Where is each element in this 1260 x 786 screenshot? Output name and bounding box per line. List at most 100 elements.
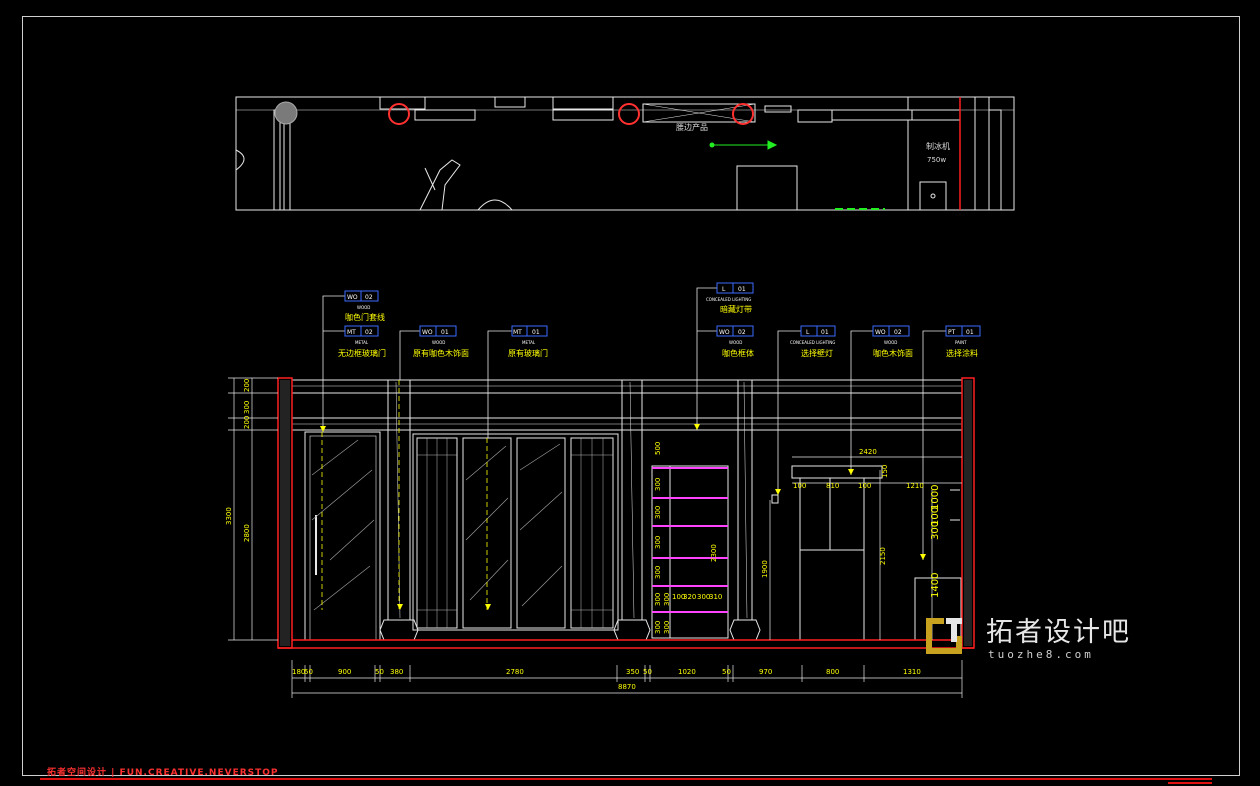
svg-text:180: 180 xyxy=(292,668,305,676)
elevation-view xyxy=(292,379,962,641)
svg-text:无边框玻璃门: 无边框玻璃门 xyxy=(338,348,386,358)
svg-text:810: 810 xyxy=(826,482,839,490)
svg-text:2800: 2800 xyxy=(243,524,251,542)
svg-text:2150: 2150 xyxy=(879,547,887,565)
svg-text:300: 300 xyxy=(654,566,662,579)
dimension-left-labels: 200 300 200 3300 2800 xyxy=(225,379,251,542)
plan-label-power: 750w xyxy=(927,156,946,164)
direction-arrow xyxy=(709,140,778,150)
svg-text:300: 300 xyxy=(243,401,251,414)
svg-text:L: L xyxy=(806,329,810,336)
tag-6: WO 02 WOOD 咖色框体 xyxy=(716,325,754,358)
svg-text:200: 200 xyxy=(243,379,251,392)
section-walls xyxy=(277,377,975,649)
svg-text:50: 50 xyxy=(375,668,384,676)
svg-text:300: 300 xyxy=(697,593,710,601)
plan-label-icemaker: 制冰机 xyxy=(926,141,950,151)
svg-text:500: 500 xyxy=(654,442,662,455)
svg-text:原有咖色木饰面: 原有咖色木饰面 xyxy=(413,348,469,358)
dimension-bottom-labels: 180 50 900 50 380 2780 350 50 1020 50 97… xyxy=(292,668,921,691)
plan-label-product: 腰边产品 xyxy=(676,122,708,132)
svg-text:02: 02 xyxy=(365,329,373,336)
svg-text:1000: 1000 xyxy=(930,485,941,510)
svg-text:WOOD: WOOD xyxy=(729,340,742,345)
footer-line-short xyxy=(1168,782,1212,784)
svg-text:PT: PT xyxy=(948,329,956,336)
svg-text:300: 300 xyxy=(654,593,662,606)
svg-text:380: 380 xyxy=(390,668,403,676)
glass-hatch xyxy=(311,439,563,611)
footer-line xyxy=(40,778,1212,780)
logo-text-en: tuozhe8.com xyxy=(988,648,1094,661)
svg-text:原有玻璃门: 原有玻璃门 xyxy=(508,348,548,358)
svg-text:01: 01 xyxy=(738,286,746,293)
svg-text:暗藏灯带: 暗藏灯带 xyxy=(720,304,752,314)
svg-text:WOOD: WOOD xyxy=(357,305,370,310)
dimension-right xyxy=(792,456,962,640)
leader-lines xyxy=(322,287,946,560)
dimension-bottom xyxy=(291,660,963,698)
svg-text:WOOD: WOOD xyxy=(884,340,897,345)
center-lines xyxy=(321,380,488,610)
svg-text:300: 300 xyxy=(930,521,941,540)
dimension-right-labels: 2420 150 100 810 100 1210 2150 1000 100 … xyxy=(793,448,941,598)
svg-text:选择壁灯: 选择壁灯 xyxy=(801,348,833,358)
svg-text:310: 310 xyxy=(709,593,722,601)
dimension-left xyxy=(228,377,278,641)
svg-text:50: 50 xyxy=(643,668,652,676)
svg-text:50: 50 xyxy=(304,668,313,676)
svg-text:100: 100 xyxy=(858,482,871,490)
svg-text:WO: WO xyxy=(347,294,358,301)
svg-text:METAL: METAL xyxy=(522,340,536,345)
svg-text:1400: 1400 xyxy=(930,573,941,598)
logo-mark-icon xyxy=(926,618,962,654)
plan-view xyxy=(235,96,1015,211)
dimension-shelf-labels: 500 300 300 300 300 300 300 300 300 100 … xyxy=(654,442,769,634)
svg-text:320: 320 xyxy=(683,593,696,601)
svg-text:100: 100 xyxy=(672,593,685,601)
svg-text:CONCEALED LIGHTING: CONCEALED LIGHTING xyxy=(790,340,835,345)
svg-text:1900: 1900 xyxy=(761,560,769,578)
svg-text:2780: 2780 xyxy=(506,668,524,676)
tag-7: L 01 CONCEALED LIGHTING 选择壁灯 xyxy=(790,325,836,358)
dimension-total: 8870 xyxy=(618,683,636,691)
svg-text:PAINT: PAINT xyxy=(955,340,967,345)
svg-text:METAL: METAL xyxy=(355,340,369,345)
column-markers xyxy=(274,101,754,125)
tag-5: L 01 CONCEALED LIGHTING 暗藏灯带 xyxy=(706,282,754,314)
svg-text:咖色门套线: 咖色门套线 xyxy=(345,312,385,322)
svg-text:L: L xyxy=(722,286,726,293)
wall-fill xyxy=(280,380,972,646)
tag-2: MT 02 METAL 无边框玻璃门 xyxy=(338,325,386,358)
svg-text:970: 970 xyxy=(759,668,772,676)
tag-3: WO 01 WOOD 原有咖色木饰面 xyxy=(413,325,469,358)
svg-text:300: 300 xyxy=(654,478,662,491)
svg-text:300: 300 xyxy=(663,621,671,634)
svg-text:WO: WO xyxy=(719,329,730,336)
svg-text:01: 01 xyxy=(966,329,974,336)
tag-1: WO 02 WOOD 咖色门套线 xyxy=(344,290,385,322)
svg-text:咖色木饰面: 咖色木饰面 xyxy=(873,348,913,358)
tag-4: MT 01 METAL 原有玻璃门 xyxy=(508,325,548,358)
svg-text:1210: 1210 xyxy=(906,482,924,490)
svg-text:50: 50 xyxy=(722,668,731,676)
svg-text:150: 150 xyxy=(881,465,889,478)
svg-text:WO: WO xyxy=(875,329,886,336)
svg-text:02: 02 xyxy=(365,294,373,301)
svg-text:MT: MT xyxy=(513,329,522,336)
svg-text:2300: 2300 xyxy=(710,544,718,562)
svg-text:02: 02 xyxy=(738,329,746,336)
svg-text:300: 300 xyxy=(654,621,662,634)
footer-text: 拓者空间设计 | FUN.CREATIVE.NEVERSTOP xyxy=(47,768,279,778)
svg-text:1020: 1020 xyxy=(678,668,696,676)
logo: 拓者设计吧 tuozhe8.com xyxy=(920,612,1160,662)
svg-text:350: 350 xyxy=(626,668,639,676)
svg-text:300: 300 xyxy=(654,536,662,549)
svg-text:300: 300 xyxy=(654,506,662,519)
svg-text:1310: 1310 xyxy=(903,668,921,676)
svg-text:01: 01 xyxy=(532,329,540,336)
svg-text:3300: 3300 xyxy=(225,507,233,525)
svg-text:02: 02 xyxy=(894,329,902,336)
svg-text:WOOD: WOOD xyxy=(432,340,445,345)
